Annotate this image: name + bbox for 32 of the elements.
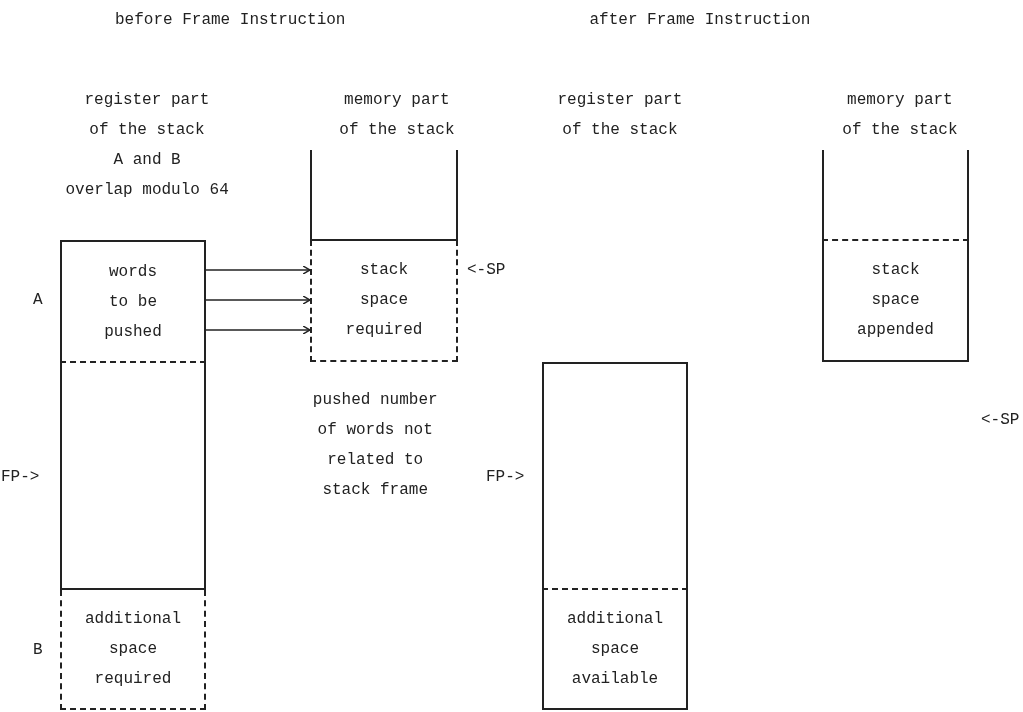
section-heading: before Frame Instruction <box>115 10 346 31</box>
stack-segment <box>60 240 206 363</box>
segment-label: additional space available <box>567 609 663 690</box>
pointer-label: FP-> <box>486 467 525 488</box>
memory-segment-box <box>542 362 688 590</box>
segment-label: additional space required <box>85 609 181 690</box>
pointer-label: FP-> <box>1 467 40 488</box>
column-heading: register part of the stack <box>557 90 683 141</box>
arrow <box>205 325 311 335</box>
column-note: overlap modulo 64 <box>65 180 229 201</box>
section-heading: after Frame Instruction <box>589 10 811 31</box>
pointer-label: <-SP <box>981 410 1020 431</box>
segment-label: words to be pushed <box>103 261 163 343</box>
arrow <box>205 295 311 305</box>
stack-segment <box>822 240 969 362</box>
column-heading: memory part of the stack <box>338 90 456 141</box>
column-note: A and B <box>113 150 181 171</box>
column-heading: register part of the stack <box>84 90 210 141</box>
note-text: pushed number of words not related to stack frame <box>311 390 439 501</box>
segment-label: stack space appended <box>857 260 934 341</box>
row-label: B <box>33 640 43 661</box>
memory-segment-box <box>822 150 969 241</box>
column-heading: memory part of the stack <box>841 90 959 141</box>
memory-segment-box <box>60 363 206 590</box>
pointer-label: <-SP <box>467 260 506 281</box>
arrow <box>205 265 311 275</box>
stack-segment <box>60 590 206 710</box>
stack-segment <box>310 240 458 362</box>
memory-segment-box <box>310 150 458 241</box>
stack-segment <box>542 590 688 710</box>
row-label: A <box>33 290 43 311</box>
segment-label: stack space required <box>345 260 423 341</box>
